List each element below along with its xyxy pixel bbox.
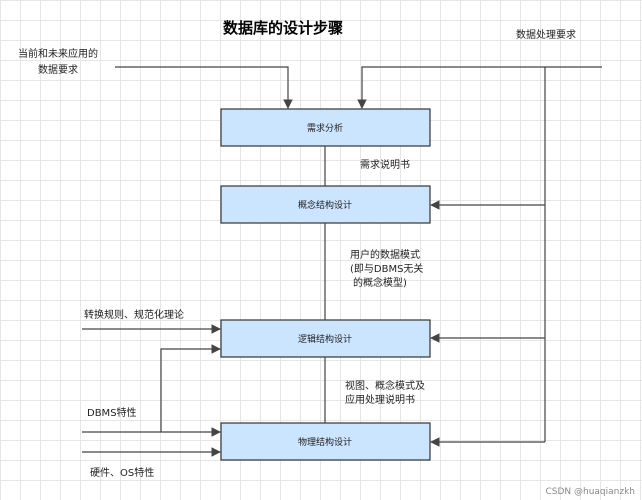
input-hardware-os: 硬件、OS特性 <box>90 466 154 479</box>
output-spec: 需求说明书 <box>360 158 410 171</box>
input-current-future-line1: 当前和未来应用的 <box>18 47 98 60</box>
step-physical-design: 物理结构设计 <box>220 422 431 461</box>
step-requirements-analysis: 需求分析 <box>220 108 431 147</box>
input-conversion-rules: 转换规则、规范化理论 <box>84 308 184 321</box>
step-box <box>220 422 431 461</box>
arrow-current-future-to-analysis <box>115 66 293 109</box>
output-user-model-line3: 的概念模型) <box>353 276 407 289</box>
step-label: 概念结构设计 <box>298 199 352 211</box>
step-box <box>220 108 431 147</box>
step-conceptual-design: 概念结构设计 <box>220 185 431 224</box>
step-label: 物理结构设计 <box>298 436 352 448</box>
input-current-future-line2: 数据要求 <box>38 63 78 76</box>
arrow-dbms-to-logical <box>160 344 221 432</box>
diagram-title: 数据库的设计步骤 <box>223 19 343 37</box>
watermark: CSDN @huaqianzkh <box>545 487 635 497</box>
output-view-line2: 应用处理说明书 <box>345 393 415 406</box>
step-box <box>220 185 431 224</box>
output-user-model-line1: 用户的数据模式 <box>350 248 420 261</box>
step-logical-design: 逻辑结构设计 <box>220 319 431 358</box>
output-view-line1: 视图、概念模式及 <box>345 379 425 392</box>
step-label: 需求分析 <box>307 122 343 134</box>
output-user-model-line2: (即与DBMS无关 <box>350 262 423 275</box>
step-label: 逻辑结构设计 <box>298 333 352 345</box>
input-processing-requirements: 数据处理要求 <box>516 28 576 41</box>
input-dbms-features: DBMS特性 <box>87 406 137 419</box>
arrow-processing-to-analysis <box>357 66 545 109</box>
